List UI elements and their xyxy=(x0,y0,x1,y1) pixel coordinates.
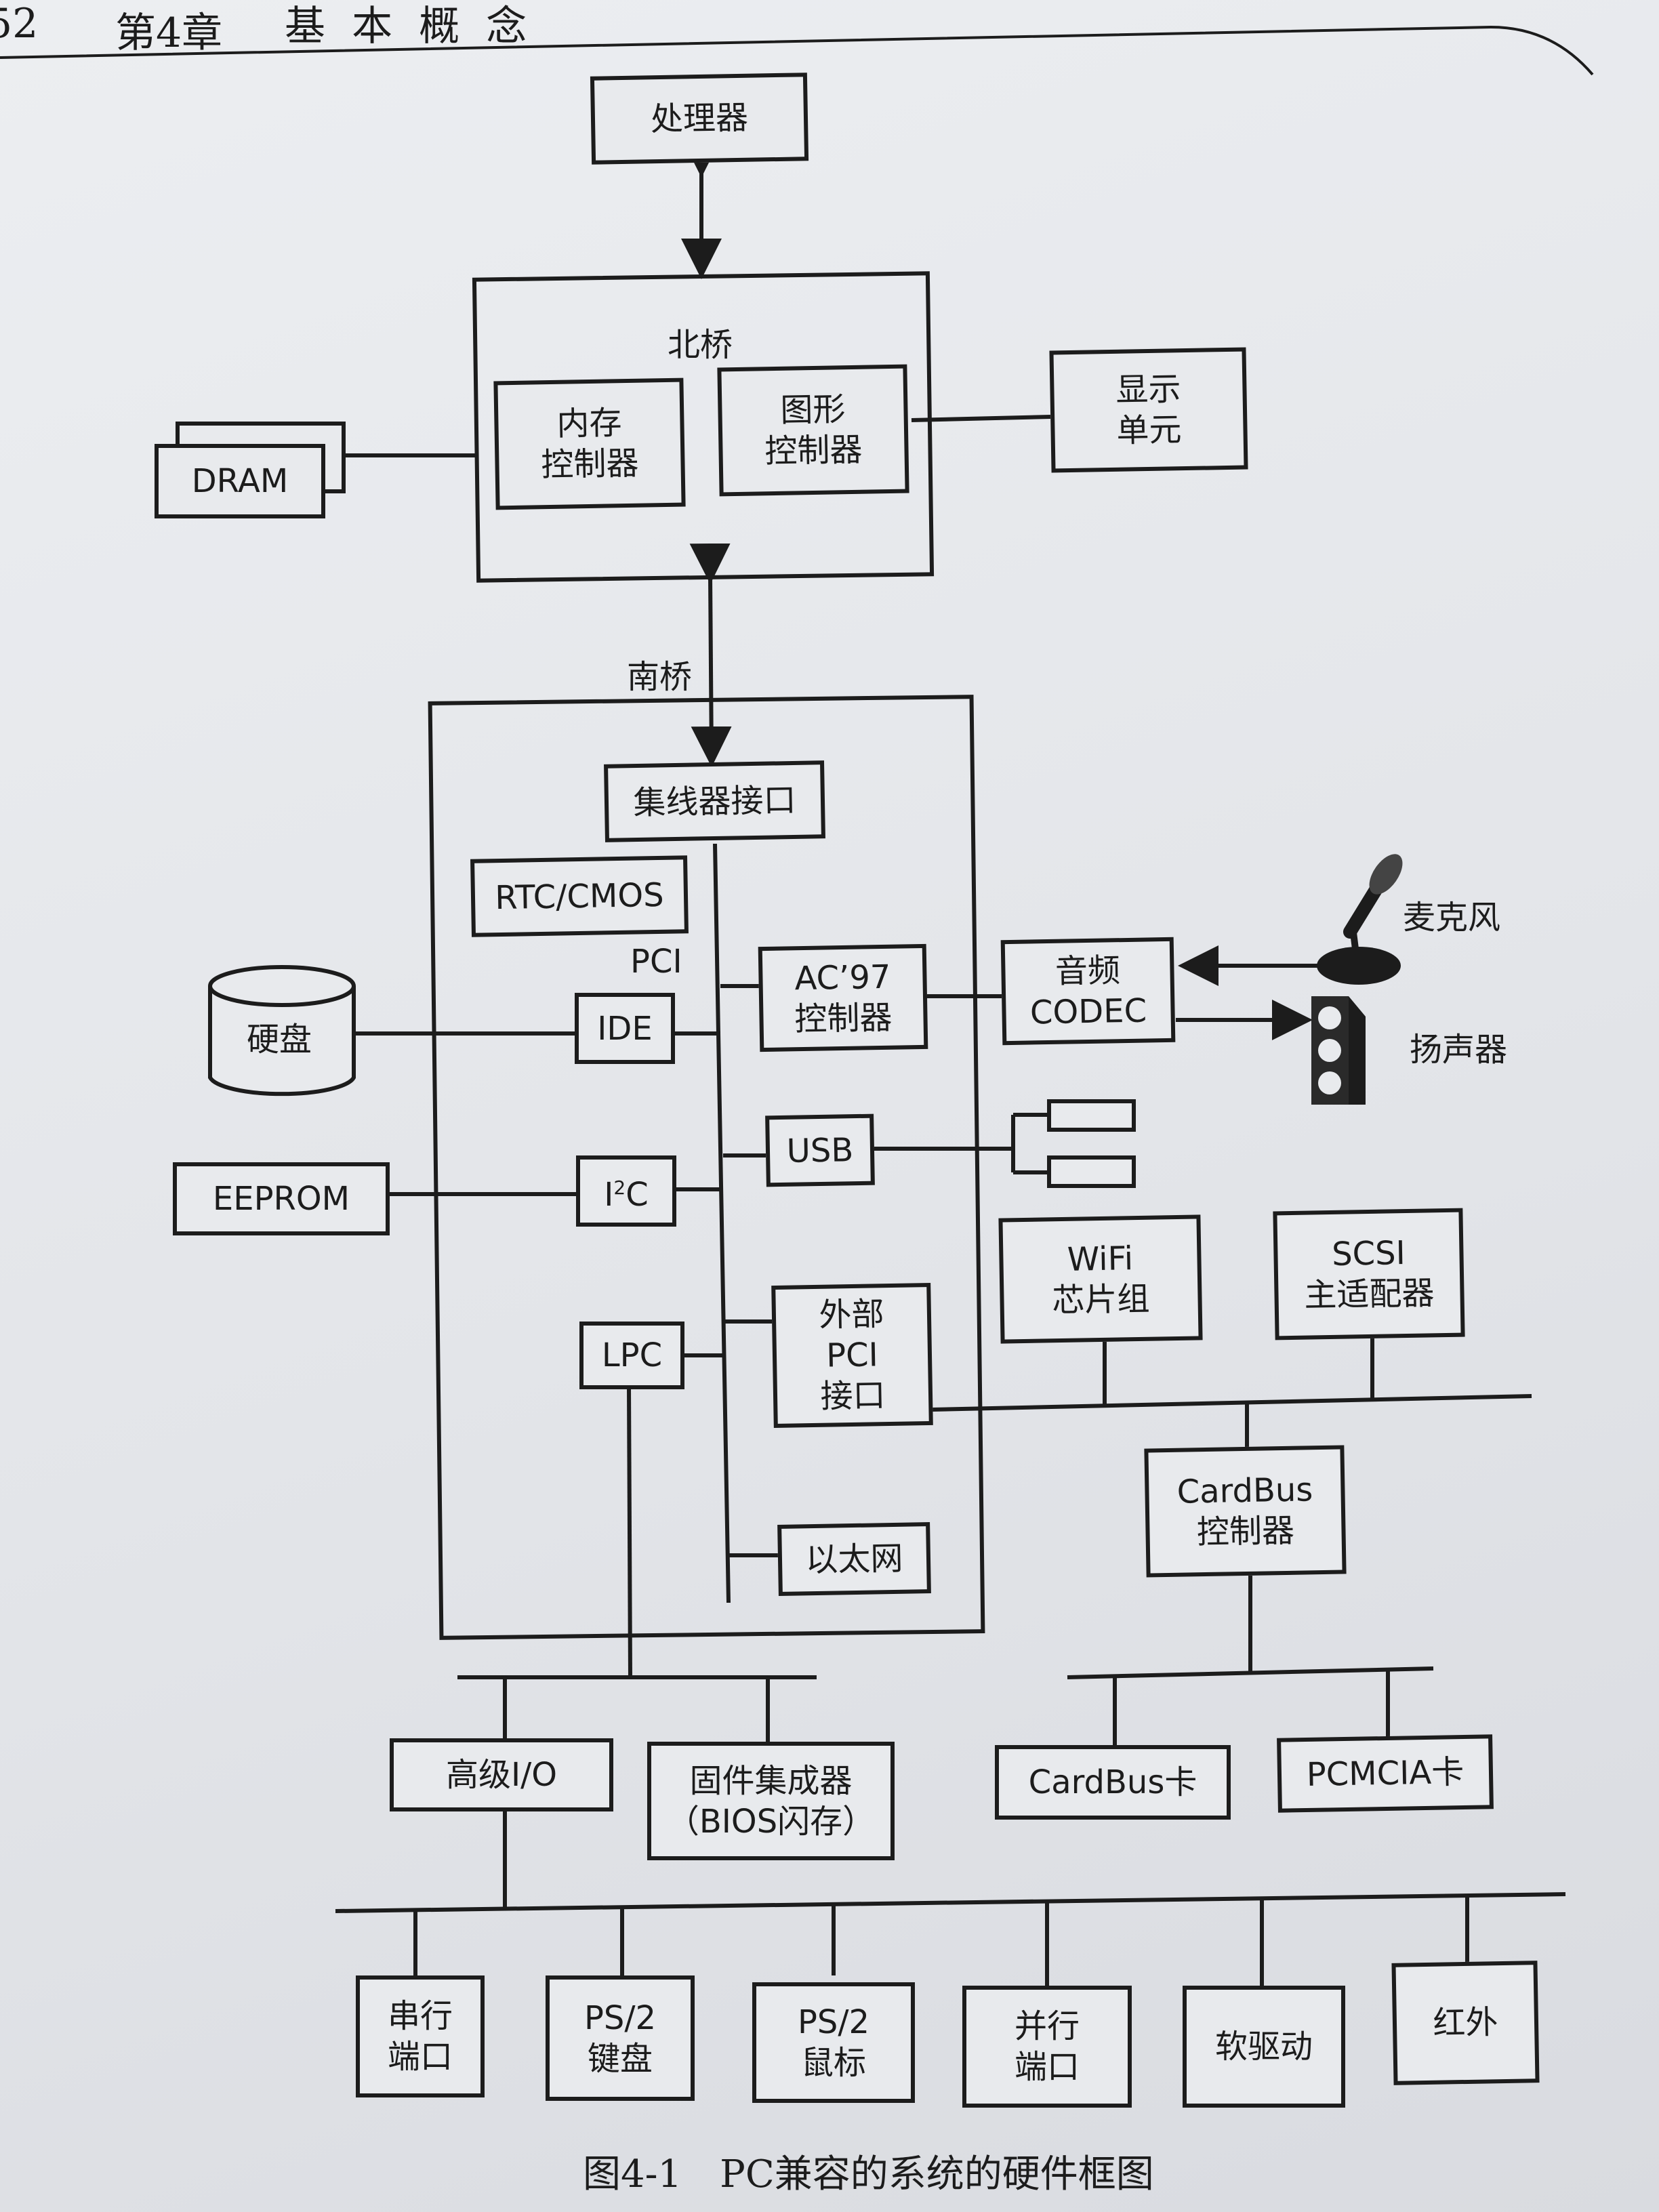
external-pci-box: 外部 PCI 接口 xyxy=(771,1282,933,1429)
i2c-label: I2C xyxy=(604,1175,649,1214)
floppy-drive-box: 软驱动 xyxy=(1183,1986,1345,2108)
figure-caption: 图4-1 PC兼容的系统的硬件框图 xyxy=(583,2152,1154,2196)
pcmcia-card-box: PCMCIA卡 xyxy=(1277,1734,1494,1813)
chapter-title: 基 本 概 念 xyxy=(285,3,534,50)
parallel-port-box: 并行 端口 xyxy=(962,1986,1132,2108)
scsi-adapter-box: SCSI 主适配器 xyxy=(1273,1208,1465,1340)
audio-codec-box: 音频 CODEC xyxy=(1000,937,1176,1046)
microphone-icon xyxy=(1317,854,1403,985)
pci-label: PCI xyxy=(630,943,682,981)
cardbus-controller-box: CardBus 控制器 xyxy=(1144,1445,1347,1578)
lpc-box: LPC xyxy=(579,1322,684,1389)
southbridge-label: 南桥 xyxy=(627,658,693,696)
processor-box: 处理器 xyxy=(590,73,809,165)
hard-disk-shape xyxy=(208,965,356,1097)
dram-box: DRAM xyxy=(155,444,325,518)
speaker-label: 扬声器 xyxy=(1410,1031,1508,1069)
serial-port-box: 串行 端口 xyxy=(356,1975,485,2097)
ps2-keyboard-box: PS/2 键盘 xyxy=(546,1975,695,2101)
cardbus-card-box: CardBus卡 xyxy=(995,1745,1231,1820)
page-number: 52 xyxy=(0,0,39,47)
northbridge-label: 北桥 xyxy=(668,326,733,364)
wifi-chipset-box: WiFi 芯片组 xyxy=(998,1214,1203,1344)
ide-box: IDE xyxy=(575,993,675,1064)
chapter-number: 第4章 xyxy=(115,9,223,57)
memory-controller-box: 内存 控制器 xyxy=(493,377,686,510)
usb-box: USB xyxy=(765,1113,875,1187)
hub-interface-box: 集线器接口 xyxy=(604,760,825,842)
rtc-cmos-box: RTC/CMOS xyxy=(470,855,689,937)
infrared-box: 红外 xyxy=(1391,1961,1540,2085)
speaker-icon xyxy=(1311,996,1366,1105)
eeprom-box: EEPROM xyxy=(173,1162,390,1235)
ac97-controller-box: AC’97 控制器 xyxy=(758,943,928,1052)
ps2-mouse-box: PS/2 鼠标 xyxy=(752,1982,915,2103)
ethernet-box: 以太网 xyxy=(777,1522,931,1596)
advanced-io-box: 高级I/O xyxy=(390,1738,613,1811)
hard-disk-label: 硬盘 xyxy=(247,1021,312,1059)
i2c-box: I2C xyxy=(576,1155,676,1227)
firmware-hub-box: 固件集成器 （BIOS闪存） xyxy=(647,1742,895,1860)
microphone-label: 麦克风 xyxy=(1403,899,1501,937)
display-unit-box: 显示 单元 xyxy=(1049,347,1248,473)
graphics-controller-box: 图形 控制器 xyxy=(717,364,909,497)
